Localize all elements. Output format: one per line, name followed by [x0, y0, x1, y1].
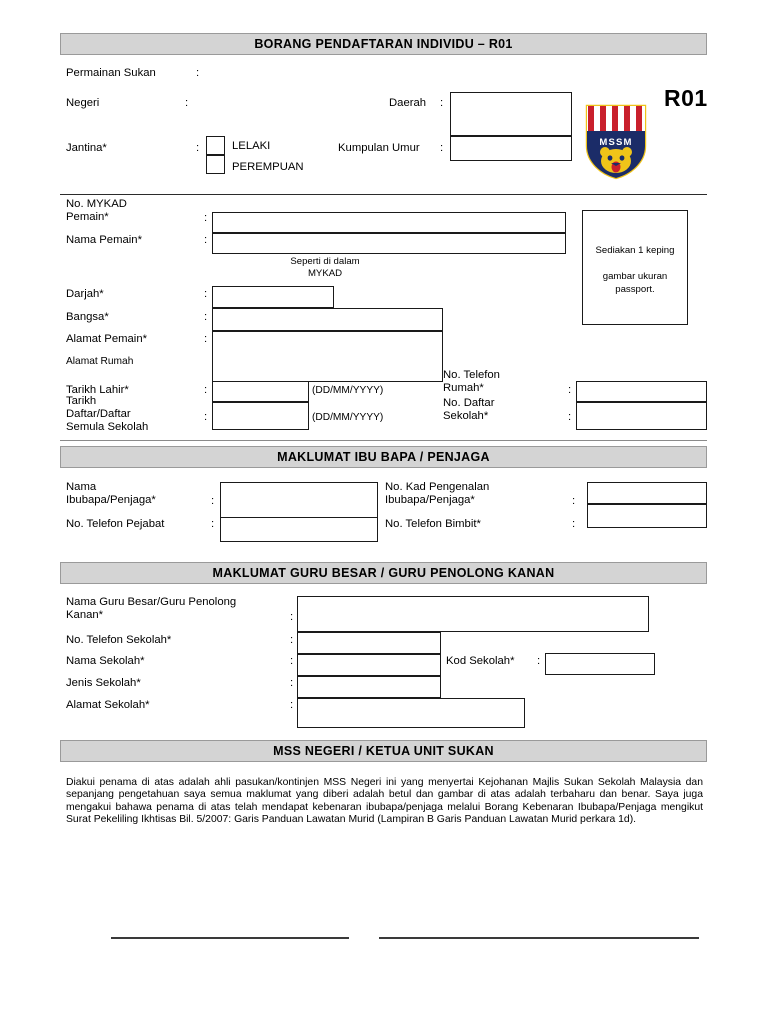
input-daerah[interactable] [450, 92, 572, 136]
input-kod-sekolah[interactable] [545, 653, 655, 675]
label-nama-pemain: Nama Pemain* [66, 234, 142, 246]
input-darjah[interactable] [212, 286, 334, 308]
label-darjah: Darjah* [66, 288, 104, 300]
colon-alamat-pemain: : [204, 333, 208, 345]
colon-nama-ibubapa: : [211, 495, 215, 507]
input-tarikh-daftar-semula[interactable] [212, 402, 309, 430]
input-no-telefon-rumah[interactable] [576, 381, 707, 402]
section-divider-top [60, 194, 707, 196]
label-no-daftar-sekolah: No. Daftar Sekolah* [443, 397, 495, 422]
colon-daerah: : [440, 97, 444, 109]
label-alamat-pemain: Alamat Pemain* [66, 333, 147, 345]
mssm-logo: MSSM [585, 104, 647, 180]
colon-tarikh-lahir: : [204, 384, 208, 396]
label-nama-ibubapa: Nama Ibubapa/Penjaga* [66, 481, 156, 506]
input-bangsa[interactable] [212, 308, 443, 331]
colon-negeri: : [185, 97, 189, 109]
label-no-mykad-pemain: No. MYKAD Pemain* [66, 198, 127, 223]
svg-text:MSSM: MSSM [599, 137, 632, 148]
colon-bangsa: : [204, 311, 208, 323]
signature-line-right [379, 937, 699, 939]
colon-tarikh-daftar-semula: : [204, 411, 208, 423]
label-no-telefon-rumah: No. Telefon Rumah* [443, 369, 500, 394]
label-no-kad-pengenalan-ibubapa: No. Kad Pengenalan Ibubapa/Penjaga* [385, 481, 490, 506]
input-nama-pemain[interactable] [212, 233, 566, 254]
input-alamat-sekolah[interactable] [297, 698, 525, 728]
label-nama-guru-besar: Nama Guru Besar/Guru Penolong Kanan* [66, 596, 237, 621]
input-jenis-sekolah[interactable] [297, 676, 441, 698]
label-nama-sekolah: Nama Sekolah* [66, 655, 145, 667]
colon-jantina: : [196, 142, 200, 154]
photo-placeholder-note: Sediakan 1 keping gambar ukuran passport… [595, 245, 675, 295]
label-kumpulan-umur: Kumpulan Umur [338, 142, 420, 154]
colon-kod-sekolah: : [537, 655, 541, 667]
mssm-shield-icon: MSSM [585, 104, 647, 180]
label-alamat-rumah: Alamat Rumah [66, 356, 134, 367]
label-lelaki: LELAKI [232, 140, 271, 152]
photo-placeholder-box[interactable] [582, 210, 688, 325]
parent-section-heading-text: MAKLUMAT IBU BAPA / PENJAGA [277, 450, 490, 464]
colon-no-kad-pengenalan-ibubapa: : [572, 495, 576, 507]
checkbox-lelaki[interactable] [206, 136, 225, 155]
label-jenis-sekolah: Jenis Sekolah* [66, 677, 141, 689]
input-nama-sekolah[interactable] [297, 654, 441, 676]
label-tarikh-lahir: Tarikh Lahir* [66, 384, 129, 396]
colon-permainan-sukan: : [196, 67, 200, 79]
signature-line-left [111, 937, 349, 939]
label-alamat-sekolah: Alamat Sekolah* [66, 699, 150, 711]
input-nama-ibubapa[interactable] [220, 482, 378, 518]
colon-alamat-sekolah: : [290, 699, 294, 711]
colon-no-telefon-sekolah: : [290, 634, 294, 646]
colon-no-telefon-rumah: : [568, 384, 572, 396]
input-tarikh-lahir[interactable] [212, 381, 309, 402]
input-no-mykad-pemain[interactable] [212, 212, 566, 233]
form-code-text: R01 [664, 85, 708, 111]
label-bangsa: Bangsa* [66, 311, 109, 323]
colon-nama-sekolah: : [290, 655, 294, 667]
colon-no-telefon-bimbit: : [572, 518, 576, 530]
label-tarikh-daftar-semula: Tarikh Daftar/Daftar Semula Sekolah [66, 395, 149, 433]
page-title: BORANG PENDAFTARAN INDIVIDU – R01 [254, 37, 513, 51]
label-no-telefon-bimbit: No. Telefon Bimbit* [385, 518, 481, 530]
school-section-heading: MAKLUMAT GURU BESAR / GURU PENOLONG KANA… [60, 562, 707, 584]
input-no-telefon-bimbit[interactable] [587, 504, 707, 528]
label-no-telefon-pejabat: No. Telefon Pejabat [66, 518, 165, 530]
colon-no-daftar-sekolah: : [568, 411, 572, 423]
colon-no-mykad-pemain: : [204, 212, 208, 224]
label-negeri: Negeri [66, 97, 100, 109]
input-no-daftar-sekolah[interactable] [576, 402, 707, 430]
label-perempuan: PEREMPUAN [232, 161, 304, 173]
input-alamat-pemain[interactable] [212, 331, 443, 382]
colon-jenis-sekolah: : [290, 677, 294, 689]
label-permainan-sukan: Permainan Sukan [66, 67, 156, 79]
school-section-heading-text: MAKLUMAT GURU BESAR / GURU PENOLONG KANA… [212, 566, 555, 580]
form-code-label: R01 [664, 86, 708, 111]
declaration-section-heading: MSS NEGERI / KETUA UNIT SUKAN [60, 740, 707, 762]
hint-date-format-lahir: (DD/MM/YYYY) [312, 385, 384, 396]
colon-nama-guru-besar: : [290, 611, 294, 623]
parent-section-heading: MAKLUMAT IBU BAPA / PENJAGA [60, 446, 707, 468]
colon-nama-pemain: : [204, 234, 208, 246]
declaration-section-heading-text: MSS NEGERI / KETUA UNIT SUKAN [273, 744, 494, 758]
declaration-text: Diakui penama di atas adalah ahli pasuka… [66, 777, 703, 826]
label-kod-sekolah: Kod Sekolah* [446, 655, 515, 667]
input-no-telefon-sekolah[interactable] [297, 632, 441, 654]
colon-kumpulan-umur: : [440, 142, 444, 154]
note-seperti-di-dalam-mykad: Seperti di dalam MYKAD [290, 256, 360, 279]
input-kumpulan-umur[interactable] [450, 136, 572, 161]
checkbox-perempuan[interactable] [206, 155, 225, 174]
input-nama-guru-besar[interactable] [297, 596, 649, 632]
colon-no-telefon-pejabat: : [211, 518, 215, 530]
section-divider-player-bottom [60, 440, 707, 441]
colon-darjah: : [204, 288, 208, 300]
form-title-bar: BORANG PENDAFTARAN INDIVIDU – R01 [60, 33, 707, 55]
input-no-kad-pengenalan-ibubapa[interactable] [587, 482, 707, 504]
label-daerah: Daerah [389, 97, 427, 109]
input-no-telefon-pejabat[interactable] [220, 517, 378, 542]
label-jantina: Jantina* [66, 142, 107, 154]
hint-date-format-daftar: (DD/MM/YYYY) [312, 412, 384, 423]
label-no-telefon-sekolah: No. Telefon Sekolah* [66, 634, 172, 646]
